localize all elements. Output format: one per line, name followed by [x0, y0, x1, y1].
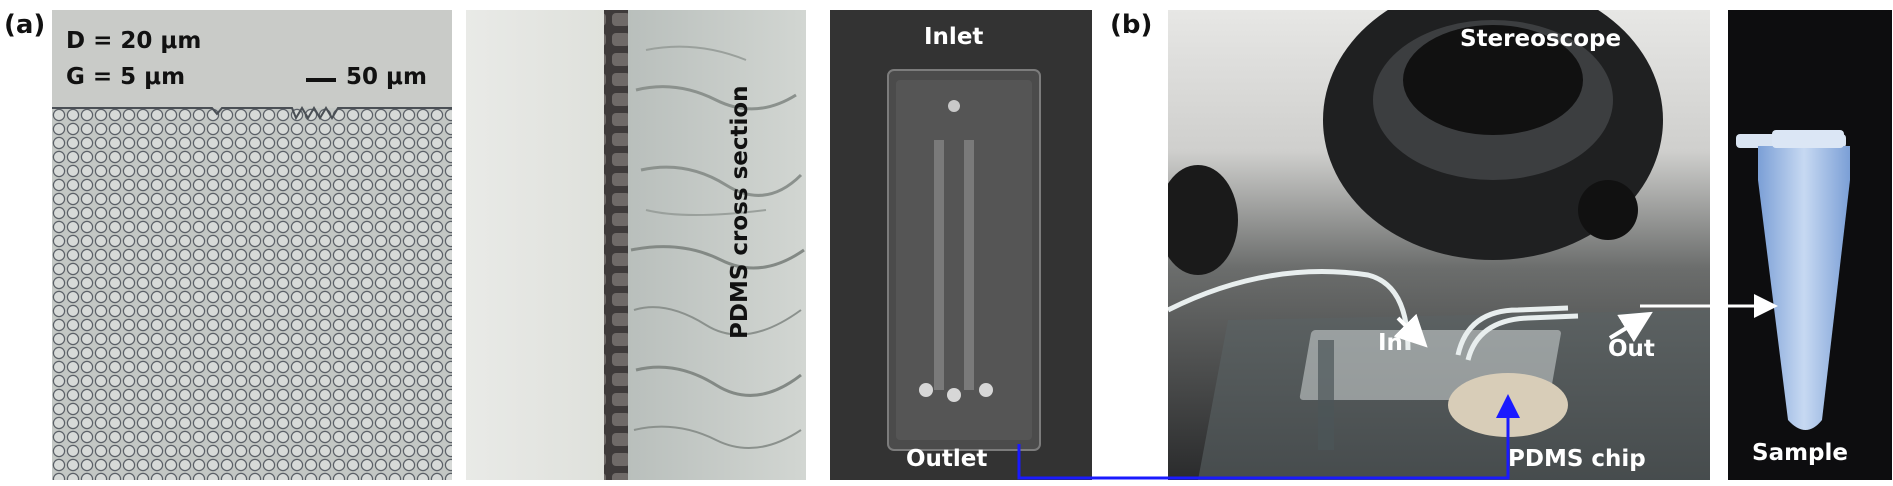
sample-label: Sample	[1752, 440, 1848, 466]
cross-section-caption: PDMS cross section	[727, 85, 753, 339]
panel-label-b: (b)	[1110, 10, 1153, 40]
pdms-chip-label: PDMS chip	[1508, 446, 1646, 472]
stereoscope-label: Stereoscope	[1460, 26, 1622, 52]
scale-bar-label: 50 μm	[346, 64, 427, 90]
sample-photo	[1728, 10, 1892, 480]
out-label: Out	[1608, 336, 1655, 362]
pillar-gap-label: G = 5 μm	[66, 64, 186, 90]
outlet-label: Outlet	[906, 446, 988, 472]
chip-photo	[830, 10, 1092, 480]
cross-section-photo	[466, 10, 806, 480]
in-label: In	[1378, 330, 1403, 356]
setup-photo	[1168, 10, 1710, 480]
pillar-micrograph	[52, 10, 452, 480]
panel-label-a: (a)	[4, 10, 46, 40]
scale-bar	[306, 78, 336, 82]
pillar-diameter-label: D = 20 μm	[66, 28, 202, 54]
inlet-label: Inlet	[924, 24, 984, 50]
